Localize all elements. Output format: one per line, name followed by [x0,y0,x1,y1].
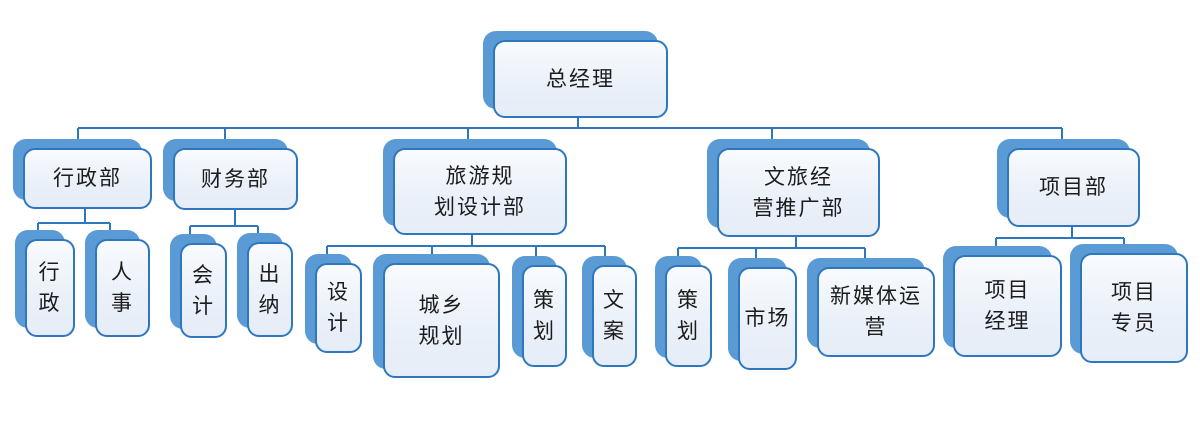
node-face: 人 事 [95,239,150,337]
node-face: 文旅经 营推广部 [717,148,880,237]
node-face: 城乡 规划 [383,263,500,378]
node-label: 新媒体运 营 [830,284,922,339]
node-label: 财务部 [201,166,270,191]
node-face: 行 政 [25,239,75,337]
org-node-planning: 策 划 [512,256,567,367]
node-label: 总经理 [546,66,615,91]
node-face: 出 纳 [247,242,293,337]
org-node-planning-2: 策 划 [655,256,712,367]
node-face: 项目 经理 [953,255,1062,357]
org-node-accounting: 会 计 [170,234,227,338]
node-face: 文 案 [592,265,637,367]
node-label: 人 事 [111,260,134,315]
node-face: 新媒体运 营 [817,267,935,357]
node-label: 旅游规 划设计部 [434,163,526,219]
node-label: 行政部 [53,166,122,190]
org-node-finance-dept: 财务部 [163,139,298,210]
node-face: 市场 [738,267,797,370]
node-face: 财务部 [173,148,298,210]
org-node-project-specialist: 项目 专员 [1070,244,1188,363]
org-node-hr: 人 事 [85,230,150,337]
node-face: 行政部 [23,148,152,209]
node-label: 项目 专员 [1111,280,1157,335]
node-face: 项目部 [1007,148,1140,227]
node-label: 出 纳 [258,261,282,317]
node-label: 行 政 [38,260,62,315]
node-face: 设 计 [315,263,362,353]
node-face: 项目 专员 [1080,253,1188,363]
node-label: 文 案 [603,288,626,343]
org-node-admin: 行 政 [15,230,75,337]
node-face: 会 计 [180,243,227,338]
org-node-market: 市场 [728,258,797,370]
node-label: 策 划 [677,288,700,343]
org-node-cashier: 出 纳 [237,233,293,337]
node-label: 策 划 [533,288,556,343]
org-node-tourism-planning-dept: 旅游规 划设计部 [383,139,567,235]
node-face: 总经理 [493,40,668,118]
org-node-urban-rural-planning: 城乡 规划 [373,254,500,378]
node-face: 旅游规 划设计部 [393,148,567,235]
node-label: 设 计 [327,280,350,335]
org-node-project-manager: 项目 经理 [943,246,1062,357]
org-node-general-manager: 总经理 [483,31,668,118]
org-node-admin-dept: 行政部 [13,139,152,209]
connector-path [37,118,1125,264]
node-label: 会 计 [192,262,215,318]
org-node-design: 设 计 [305,254,362,353]
node-face: 策 划 [522,265,567,367]
node-label: 城乡 规划 [418,292,465,348]
org-node-culture-tourism-marketing-dept: 文旅经 营推广部 [707,139,880,237]
node-label: 项目部 [1039,175,1108,199]
node-face: 策 划 [665,265,712,367]
org-node-new-media-operations: 新媒体运 营 [807,258,935,357]
node-label: 市场 [744,306,791,330]
org-node-project-dept: 项目部 [997,139,1140,227]
node-label: 项目 经理 [984,278,1031,333]
org-node-copywriting: 文 案 [582,256,637,367]
node-label: 文旅经 营推广部 [752,164,845,220]
